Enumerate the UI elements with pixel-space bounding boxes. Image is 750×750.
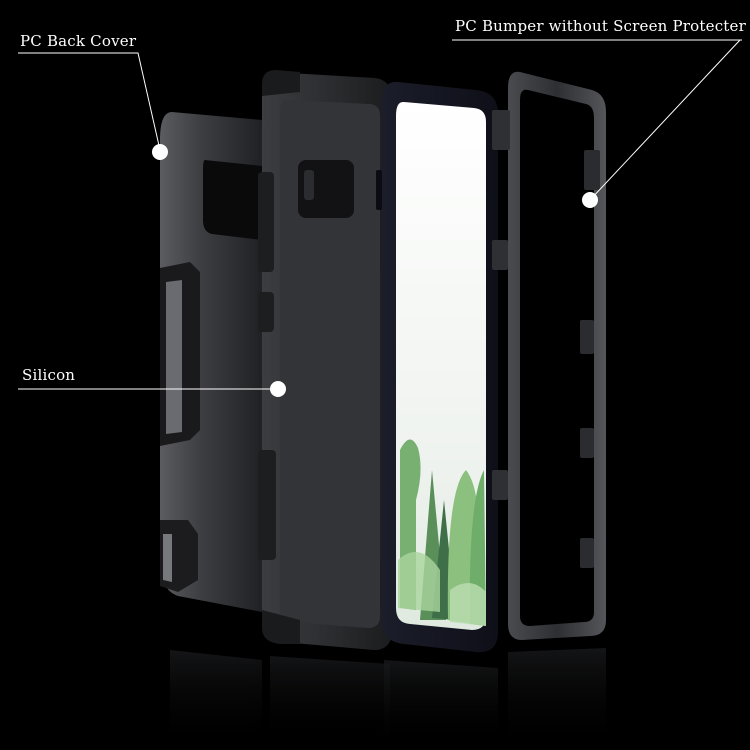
silicon-label: Silicon [22,366,76,384]
callout-lines [18,39,742,390]
pc-bumper-frame [492,71,606,641]
pc-back-cover [160,112,262,612]
back-cover-marker-dot [152,144,168,160]
silicon-marker-dot [270,381,286,397]
bumper-label: PC Bumper without Screen Protecter [455,17,746,35]
bumper-leader-line [589,39,741,201]
phone [376,81,498,653]
floor-reflection [170,648,606,750]
bumper-marker-dot [582,192,598,208]
back-cover-leader-line [18,52,161,151]
screen-trees [398,439,486,626]
back-cover-label: PC Back Cover [20,32,137,50]
silicon-layer [258,70,392,650]
